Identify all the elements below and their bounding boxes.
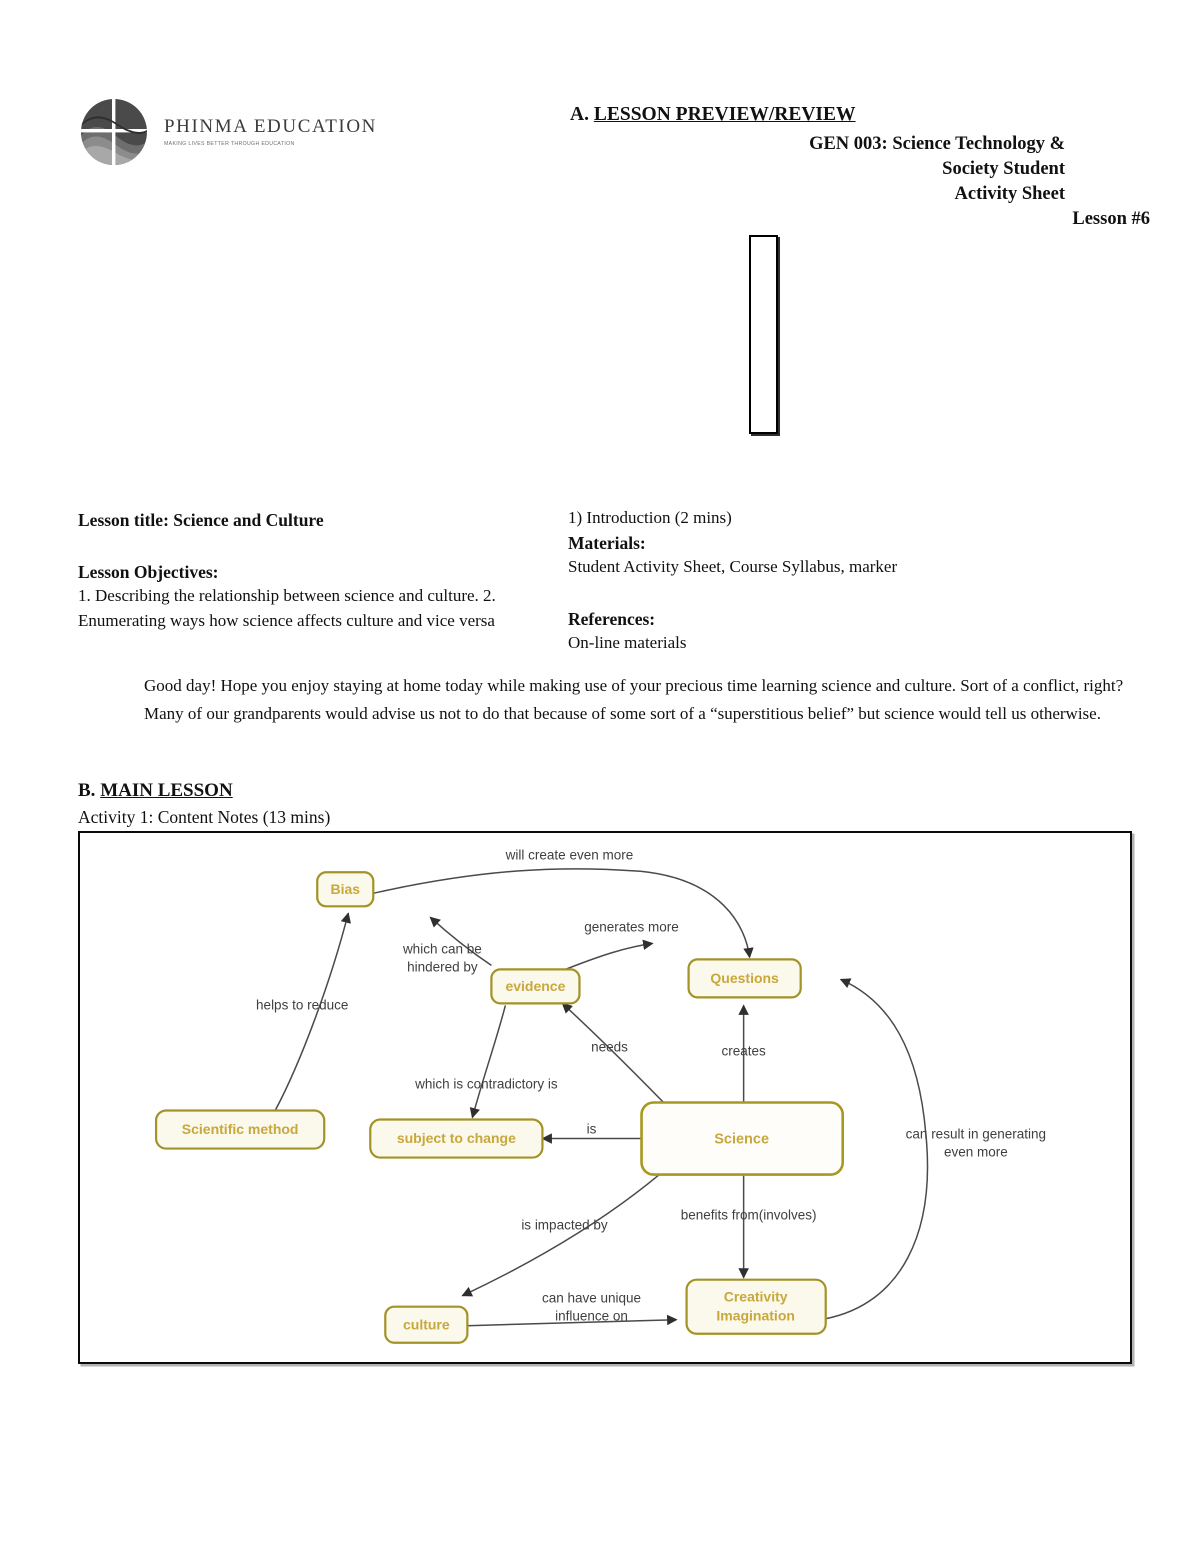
edge-label-generates-more: generates more xyxy=(584,919,679,934)
node-creativity-label: Creativity xyxy=(724,1288,788,1304)
edge-label-will-create-even-more: will create even more xyxy=(505,847,634,862)
edge-evidence-subjchange xyxy=(469,1005,507,1119)
references-text: On-line materials xyxy=(568,633,687,652)
node-science-shape xyxy=(640,1101,845,1176)
course-title-block: GEN 003: Science Technology & Society St… xyxy=(570,132,1150,232)
edge-science-culture xyxy=(461,1172,662,1297)
node-scientific-method[interactable]: Scientific method xyxy=(154,1109,326,1150)
node-subject-to-change[interactable]: subject to change xyxy=(369,1118,544,1159)
section-a-title: LESSON PREVIEW/REVIEW xyxy=(593,104,856,125)
concept-map-frame: will create even more which can be hinde… xyxy=(78,831,1132,1364)
course-line-3: Activity Sheet xyxy=(954,184,1065,204)
node-evidence[interactable]: evidence xyxy=(490,968,581,1005)
lesson-info-left-column: Lesson title: Science and Culture Lesson… xyxy=(78,508,533,633)
document-header: PHINMA EDUCATION MAKING LIVES BETTER THR… xyxy=(0,0,1200,480)
edge-label-which-is-contradictory-is: which is contradictory is xyxy=(414,1076,558,1091)
node-creativity-imagination[interactable]: Creativity Imagination xyxy=(685,1278,827,1335)
references-label: References: xyxy=(568,609,656,629)
section-a-prefix: A. xyxy=(570,104,594,125)
node-science[interactable]: Science xyxy=(640,1101,845,1176)
node-culture-shape xyxy=(384,1305,469,1344)
logo-wordmark: PHINMA EDUCATION xyxy=(164,115,377,137)
node-evidence-shape xyxy=(490,968,581,1005)
edge-label-can-result-in-generating: can result in generating xyxy=(906,1127,1046,1142)
materials-label: Materials: xyxy=(568,532,646,553)
edge-bias-questions xyxy=(373,868,641,895)
node-questions-shape xyxy=(687,958,802,999)
section-b-title: MAIN LESSON xyxy=(100,780,233,801)
edge-label-creates: creates xyxy=(721,1043,766,1058)
lesson-objectives-label: Lesson Objectives: xyxy=(78,562,219,582)
node-bias-shape xyxy=(316,871,375,908)
edge-label-which-can-be: which can be xyxy=(402,941,482,956)
course-line-1: GEN 003: Science Technology & xyxy=(809,134,1065,154)
edge-label-is: is xyxy=(587,1122,597,1137)
edge-label-is-impacted-by: is impacted by xyxy=(521,1218,608,1233)
node-subject-to-change-shape xyxy=(369,1118,544,1159)
activity-1-label: Activity 1: Content Notes (13 mins) xyxy=(78,807,331,827)
node-bias-label: Bias xyxy=(330,881,360,897)
section-b-prefix: B. xyxy=(78,780,101,801)
edge-label-even-more: even more xyxy=(944,1145,1008,1160)
edge-label-can-have-unique: can have unique xyxy=(542,1291,641,1306)
edge-scimethod-bias xyxy=(274,912,351,1111)
lesson-title: Lesson title: Science and Culture xyxy=(78,510,324,530)
edge-label-helps-to-reduce: helps to reduce xyxy=(256,997,348,1012)
edge-label-needs: needs xyxy=(591,1039,628,1054)
edge-label-hindered-by: hindered by xyxy=(407,959,478,974)
edge-bias-questions-arrow xyxy=(640,870,754,959)
node-evidence-label: evidence xyxy=(505,978,565,994)
course-line-2: Society Student xyxy=(942,159,1065,179)
node-subject-to-change-label: subject to change xyxy=(397,1130,516,1146)
section-a-heading: A. LESSON PREVIEW/REVIEW xyxy=(570,104,856,126)
node-science-label: Science xyxy=(714,1131,769,1147)
lesson-info-right-column: 1) Introduction (2 mins) Materials: Stud… xyxy=(568,506,1068,656)
section-b-heading: B. MAIN LESSON xyxy=(78,778,330,804)
edge-creativity-questions xyxy=(825,978,929,1320)
node-scientific-method-shape xyxy=(154,1109,326,1150)
node-imagination-label: Imagination xyxy=(716,1307,795,1323)
concept-map-diagram: will create even more which can be hinde… xyxy=(154,847,1046,1344)
edge-evidence-questions xyxy=(560,939,654,973)
edge-culture-creativity xyxy=(467,1314,678,1327)
course-line-4: Lesson #6 xyxy=(1072,209,1150,229)
node-creativity-imagination-shape xyxy=(685,1278,827,1335)
logo-tagline: MAKING LIVES BETTER THROUGH EDUCATION xyxy=(164,141,295,148)
node-questions-label: Questions xyxy=(710,970,779,986)
blank-placeholder-box xyxy=(749,235,778,434)
node-scientific-method-label: Scientific method xyxy=(182,1121,299,1137)
edge-label-benefits-from-involves: benefits from(involves) xyxy=(681,1208,817,1223)
edge-science-evidence xyxy=(561,1002,666,1105)
materials-text: Student Activity Sheet, Course Syllabus,… xyxy=(568,556,898,576)
greeting-paragraph: Good day! Hope you enjoy staying at home… xyxy=(144,676,1124,723)
phinma-logo: PHINMA EDUCATION MAKING LIVES BETTER THR… xyxy=(78,96,377,168)
introduction-heading: 1) Introduction (2 mins) xyxy=(568,508,732,527)
main-lesson-header: B. MAIN LESSON Activity 1: Content Notes… xyxy=(78,778,330,830)
edge-evidence-bias xyxy=(429,916,492,966)
lesson-objectives-text: 1. Describing the relationship between s… xyxy=(78,586,496,630)
phinma-globe-logo-icon xyxy=(81,99,147,165)
node-bias[interactable]: Bias xyxy=(316,871,375,908)
node-culture[interactable]: culture xyxy=(384,1305,469,1344)
node-culture-label: culture xyxy=(403,1316,450,1332)
edge-label-influence-on: influence on xyxy=(555,1309,628,1324)
node-questions[interactable]: Questions xyxy=(687,958,802,999)
